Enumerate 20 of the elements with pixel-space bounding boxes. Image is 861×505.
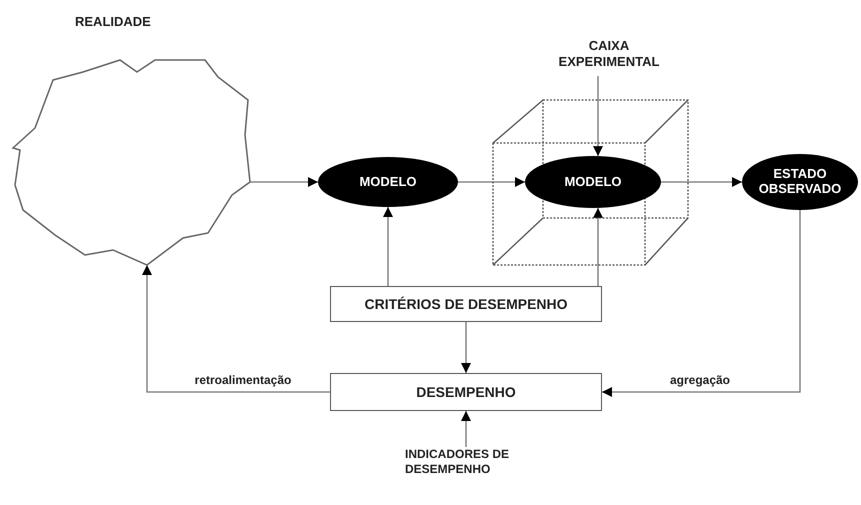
process-box: DESEMPENHO: [330, 373, 602, 411]
arrow: [461, 411, 471, 447]
edge-label: agregação: [668, 373, 732, 387]
ellipse-node: MODELO: [318, 157, 458, 207]
arrow: [602, 210, 801, 397]
caption-text: INDICADORES DE DESEMPENHO: [405, 447, 545, 495]
ellipse-node: MODELO: [525, 156, 661, 208]
arrow: [661, 177, 742, 187]
arrow: [593, 208, 603, 286]
shape-title: REALIDADE: [75, 14, 151, 29]
arrow: [250, 177, 318, 187]
arrow: [461, 322, 471, 373]
arrow: [593, 76, 603, 156]
arrow: [142, 265, 330, 393]
edge-label: retroalimentação: [192, 373, 294, 387]
arrow: [458, 177, 525, 187]
arrow: [383, 207, 393, 286]
ellipse-node: ESTADO OBSERVADO: [742, 154, 858, 210]
process-box: CRITÉRIOS DE DESEMPENHO: [330, 286, 602, 322]
caption-text: CAIXA EXPERIMENTAL: [553, 38, 665, 76]
